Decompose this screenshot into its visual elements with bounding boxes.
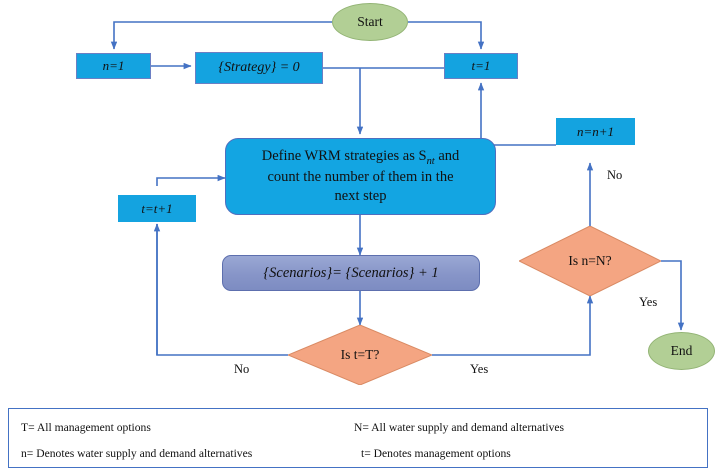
node-strategy-init-label: {Strategy} = 0 <box>218 60 300 75</box>
node-define-subscript: nt <box>426 155 435 167</box>
legend-row-t: t= Denotes management options <box>361 447 511 460</box>
node-decision-n-label: Is n=N? <box>568 253 612 268</box>
node-t-init-label: t=1 <box>471 58 491 73</box>
node-n-init-label: n=1 <box>102 58 125 73</box>
node-strategy-init[interactable]: {Strategy} = 0 <box>195 52 323 84</box>
node-define-line3: next step <box>334 188 387 205</box>
node-t-increment[interactable]: t=t+1 <box>118 195 196 222</box>
edge-label-t-yes: Yes <box>470 362 489 376</box>
edge-label-t-no: No <box>234 362 250 376</box>
node-define-strategies[interactable]: Define WRM strategies as Snt and count t… <box>225 138 496 215</box>
node-end[interactable]: End <box>648 332 715 370</box>
node-define-line2: count the number of them in the <box>267 169 454 186</box>
node-start-label: Start <box>357 14 383 29</box>
node-end-label: End <box>670 343 693 358</box>
legend-row-n: n= Denotes water supply and demand alter… <box>21 447 253 460</box>
node-define-line1b: and <box>434 147 460 164</box>
node-t-init[interactable]: t=1 <box>444 53 518 79</box>
node-n-init[interactable]: n=1 <box>76 53 151 79</box>
legend-box: T= All management options N= All water s… <box>8 408 708 468</box>
node-start[interactable]: Start <box>332 3 408 41</box>
node-decision-t-label: Is t=T? <box>340 347 380 362</box>
node-define-line1: Define WRM strategies as S <box>261 147 427 164</box>
edge-label-n-yes: Yes <box>639 295 658 309</box>
legend-row-T: T= All management options <box>21 421 151 434</box>
node-decision-n[interactable]: Is n=N? <box>519 226 661 296</box>
node-decision-t[interactable]: Is t=T? <box>288 325 432 385</box>
legend-row-N: N= All water supply and demand alternati… <box>354 421 565 434</box>
edge-label-n-no: No <box>607 168 623 182</box>
node-n-increment-label: n=n+1 <box>576 123 615 139</box>
node-t-increment-label: t=t+1 <box>141 200 173 216</box>
node-scenarios-label: {Scenarios}= {Scenarios} + 1 <box>263 264 439 281</box>
node-n-increment[interactable]: n=n+1 <box>556 118 635 145</box>
node-scenarios[interactable]: {Scenarios}= {Scenarios} + 1 <box>222 255 480 291</box>
